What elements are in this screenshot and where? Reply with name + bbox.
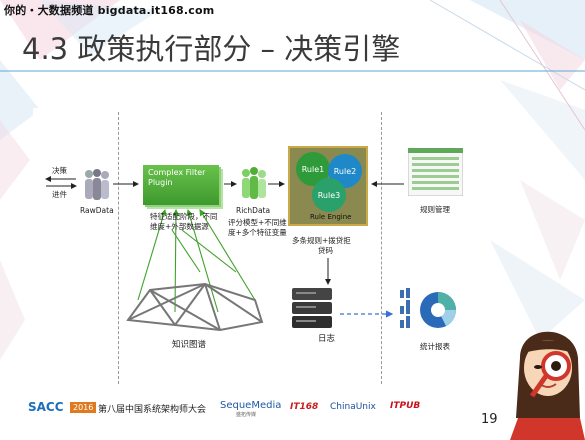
rule-engine-label: Rule Engine bbox=[310, 213, 352, 221]
filter-caption-line1: 特征适配阶段，不同 bbox=[150, 212, 218, 221]
richdata-people-icon bbox=[242, 167, 266, 199]
cartoon-magnifier-girl-image bbox=[510, 331, 585, 440]
watermark: 你的・大数据频道 bigdata.it168.com bbox=[4, 4, 215, 17]
sacc-year: 2016 bbox=[70, 402, 97, 413]
sponsor-chinaunix: ChinaUnix bbox=[330, 402, 376, 412]
title-underline bbox=[0, 70, 585, 72]
rule-engine-box: Rule1 Rule2 Rule3 Rule Engine bbox=[288, 146, 368, 226]
rule-management-label: 规则管理 bbox=[420, 205, 450, 214]
decision-label: 决策 bbox=[52, 166, 67, 175]
sponsor-itpub: ITPUB bbox=[390, 401, 421, 411]
enter-label: 进件 bbox=[52, 190, 67, 199]
richdata-caption-line1: 评分模型+不同维 bbox=[228, 218, 287, 227]
log-server-icon bbox=[292, 288, 332, 328]
filter-label-line1: Complex Filter bbox=[148, 168, 206, 177]
rule3-circle: Rule3 bbox=[312, 178, 346, 212]
sacc-logo: SACC bbox=[28, 400, 64, 414]
dashed-divider-right bbox=[381, 112, 382, 384]
knowledge-graph-label: 知识图谱 bbox=[172, 340, 207, 350]
rawdata-people-icon bbox=[85, 169, 109, 200]
slide-title: 4.3 政策执行部分 – 决策引擎 bbox=[22, 32, 401, 66]
engine-caption-line1: 多条规则+拨贷拒 bbox=[292, 236, 351, 245]
filter-caption-line2: 维度+外部数据源 bbox=[150, 222, 209, 231]
sponsor-sequemedia: SequeMedia bbox=[220, 400, 282, 411]
log-label: 日志 bbox=[318, 334, 336, 344]
complex-filter-plugin: Complex Filter Plugin bbox=[143, 165, 219, 205]
richdata-caption-line2: 度+多个特征变量 bbox=[228, 228, 287, 237]
sponsor-sequemedia-sub: 盛拓传媒 bbox=[236, 412, 257, 418]
sponsor-it168: IT168 bbox=[290, 402, 319, 412]
conference-name: 第八届中国系统架构师大会 bbox=[98, 405, 207, 415]
richdata-label: RichData bbox=[236, 206, 271, 215]
dashed-divider-left bbox=[118, 112, 119, 384]
stats-report-label: 统计报表 bbox=[420, 342, 450, 351]
engine-caption-line2: 贷码 bbox=[318, 246, 333, 255]
stats-report-icon bbox=[400, 288, 456, 328]
rule-management-screenshot bbox=[408, 148, 463, 196]
page-number: 19 bbox=[481, 412, 498, 427]
rawdata-label: RawData bbox=[80, 206, 114, 215]
filter-label-line2: Plugin bbox=[148, 178, 173, 187]
footer-bar: SACC 2016 第八届中国系统架构师大会 SequeMedia 盛拓传媒 I… bbox=[18, 400, 468, 418]
